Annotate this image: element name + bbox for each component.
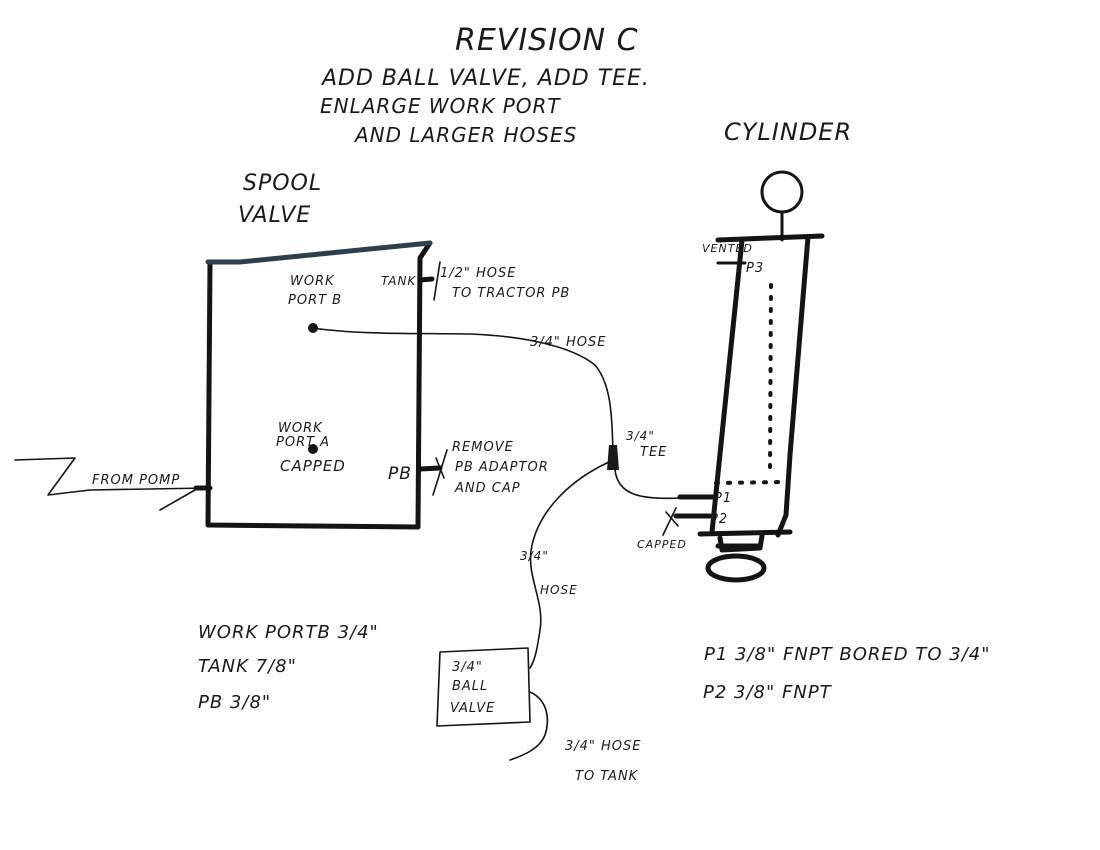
pb-note-3: AND CAP (454, 481, 521, 496)
size-note-p2: P2 3/8" FNPT (703, 682, 833, 703)
size-note-work-port: WORK PORTB 3/4" (198, 622, 379, 643)
tank-port-stub (417, 276, 435, 283)
cylinder-body (697, 170, 825, 583)
tank-port-mark (433, 261, 441, 301)
p2-cap-x (662, 507, 679, 536)
from-pump-label: FROM POMP (92, 473, 180, 488)
pump-line (14, 457, 209, 511)
size-note-tank: TANK 7/8" (198, 656, 297, 677)
spool-label-2: VALVE (238, 203, 311, 228)
cylinder-supply-hose (614, 469, 683, 500)
work-port-b-label-1: WORK (290, 274, 335, 289)
p2-capped-label: CAPPED (637, 538, 687, 551)
tank-hose-text-1: 3/4" HOSE (565, 739, 642, 754)
tank-return-hose (509, 691, 549, 761)
revision-note-2: ENLARGE WORK PORT (320, 94, 561, 118)
cylinder-label: CYLINDER (724, 118, 852, 146)
ball-valve-label-2: BALL (452, 679, 488, 694)
spool-label-1: SPOOL (243, 171, 322, 196)
pb-port-stub (417, 465, 443, 472)
work-port-a-dot (308, 444, 318, 454)
size-note-p1: P1 3/8" FNPT BORED TO 3/4" (704, 644, 991, 665)
size-note-pb: PB 3/8" (198, 692, 271, 713)
work-port-a-capped: CAPPED (280, 457, 346, 475)
revision-note-3: AND LARGER HOSES (353, 123, 577, 147)
tank-hose-label-1: 1/2" HOSE (440, 266, 517, 281)
pb-port-label: PB (388, 464, 412, 484)
return-hose (529, 461, 610, 669)
tee-fitting (607, 445, 619, 470)
tank-hose-text-2: TO TANK (575, 769, 639, 784)
pb-note-1: REMOVE (452, 440, 514, 455)
work-port-a-label-2: PORT A (276, 435, 330, 450)
work-port-a-label-1: WORK (278, 421, 323, 436)
revision-title: REVISION C (455, 23, 639, 58)
pb-note-2: PB ADAPTOR (455, 460, 549, 475)
spool-valve-body (205, 240, 433, 530)
vented-label: VENTED (702, 242, 753, 255)
ball-valve-label-1: 3/4" (452, 660, 483, 675)
tank-hose-label-2: TO TRACTOR PB (452, 286, 570, 301)
p3-label: P3 (746, 261, 764, 276)
work-port-b-label-2: PORT B (288, 293, 342, 308)
p2-label: P2 (710, 512, 728, 527)
return-hose-label-1: 3/4" (520, 549, 549, 563)
ball-valve[interactable] (436, 647, 531, 727)
p1-label: P1 (714, 491, 732, 506)
tank-port-label: TANK (381, 274, 416, 288)
ball-valve-label-3: VALVE (450, 701, 495, 716)
work-hose (312, 327, 614, 453)
tee-label-2: TEE (640, 445, 667, 460)
tee-label-1: 3/4" (626, 429, 655, 443)
return-hose-label-2: HOSE (540, 583, 578, 597)
work-hose-label: 3/4" HOSE (530, 335, 607, 350)
revision-note-1: ADD BALL VALVE, ADD TEE. (320, 66, 650, 91)
pb-cap-x (432, 449, 448, 496)
